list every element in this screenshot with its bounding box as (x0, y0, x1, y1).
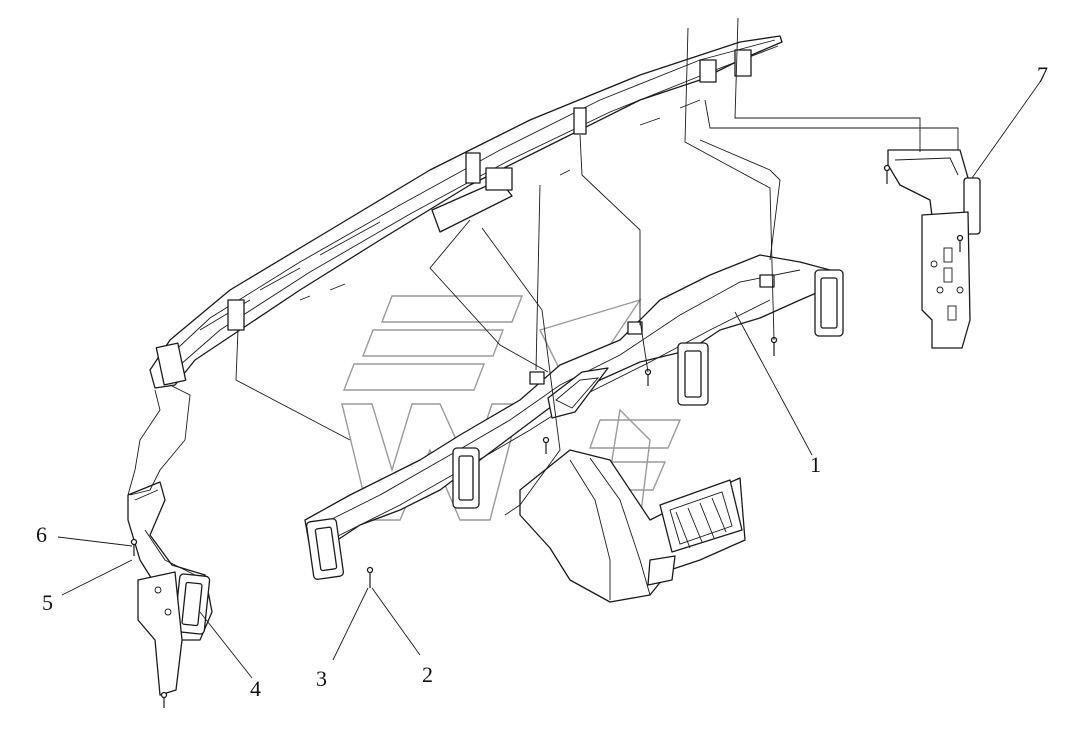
callout-2: 2 (422, 662, 433, 687)
screw-icon (956, 234, 964, 252)
center-distribution-box (504, 449, 746, 603)
screw-icon (542, 436, 550, 454)
callout-7: 7 (1037, 62, 1048, 87)
dashboard-crossbeam (149, 35, 783, 389)
screws (130, 164, 964, 708)
callout-5: 5 (42, 590, 53, 615)
callout-3: 3 (316, 666, 327, 691)
screw-icon (366, 566, 374, 588)
screw-icon (130, 538, 138, 556)
callout-1: 1 (810, 452, 821, 477)
assembly-guide-lines (127, 17, 959, 506)
center-air-duct (304, 254, 844, 580)
screw-icon (770, 336, 778, 356)
callout-6: 6 (36, 522, 47, 547)
left-side-duct (127, 481, 213, 696)
screw-icon (883, 164, 891, 184)
callout-leaders (57, 81, 1041, 679)
right-side-duct (887, 149, 981, 349)
callout-4: 4 (250, 676, 261, 701)
screw-icon (160, 691, 168, 708)
